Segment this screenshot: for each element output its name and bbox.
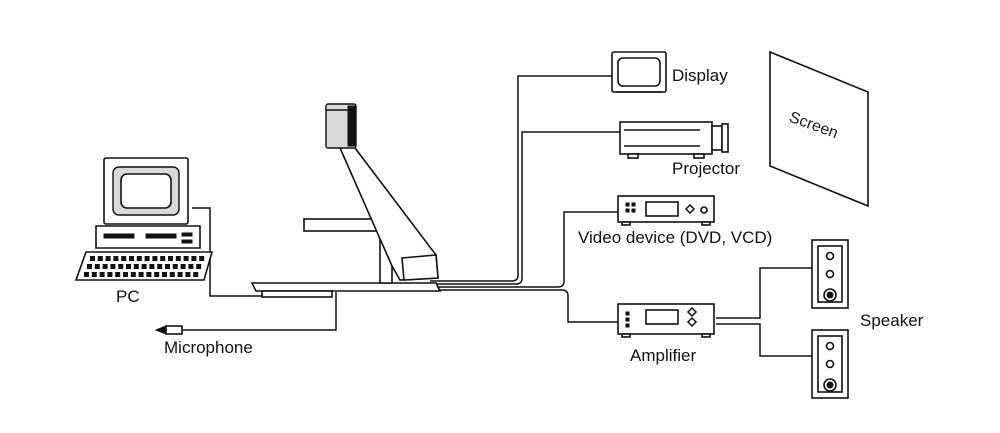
microphone-label: Microphone <box>164 338 253 357</box>
cable-speaker-top <box>716 267 812 319</box>
speaker-bottom-icon <box>811 329 849 399</box>
cables <box>180 75 812 357</box>
speaker-top-icon <box>811 239 849 309</box>
amplifier-label: Amplifier <box>630 346 697 365</box>
cable-microphone <box>180 292 337 331</box>
cable-amplifier <box>434 289 618 323</box>
cable-speaker-bottom <box>716 323 812 357</box>
projector-icon <box>619 121 729 159</box>
cable-display <box>430 75 612 282</box>
pc-icon <box>74 157 214 281</box>
display-icon <box>611 51 667 93</box>
video-device-icon <box>617 195 715 226</box>
video-device-label: Video device (DVD, VCD) <box>578 228 773 247</box>
speaker-label: Speaker <box>860 311 924 330</box>
amplifier-icon <box>617 303 715 338</box>
cable-projector <box>432 131 620 285</box>
screen-icon <box>769 50 869 208</box>
microphone-icon <box>154 325 183 335</box>
display-label: Display <box>672 66 728 85</box>
cable-video-device <box>434 211 618 288</box>
document-camera <box>250 103 442 298</box>
projector-label: Projector <box>672 159 741 178</box>
pc-label: PC <box>116 287 140 306</box>
